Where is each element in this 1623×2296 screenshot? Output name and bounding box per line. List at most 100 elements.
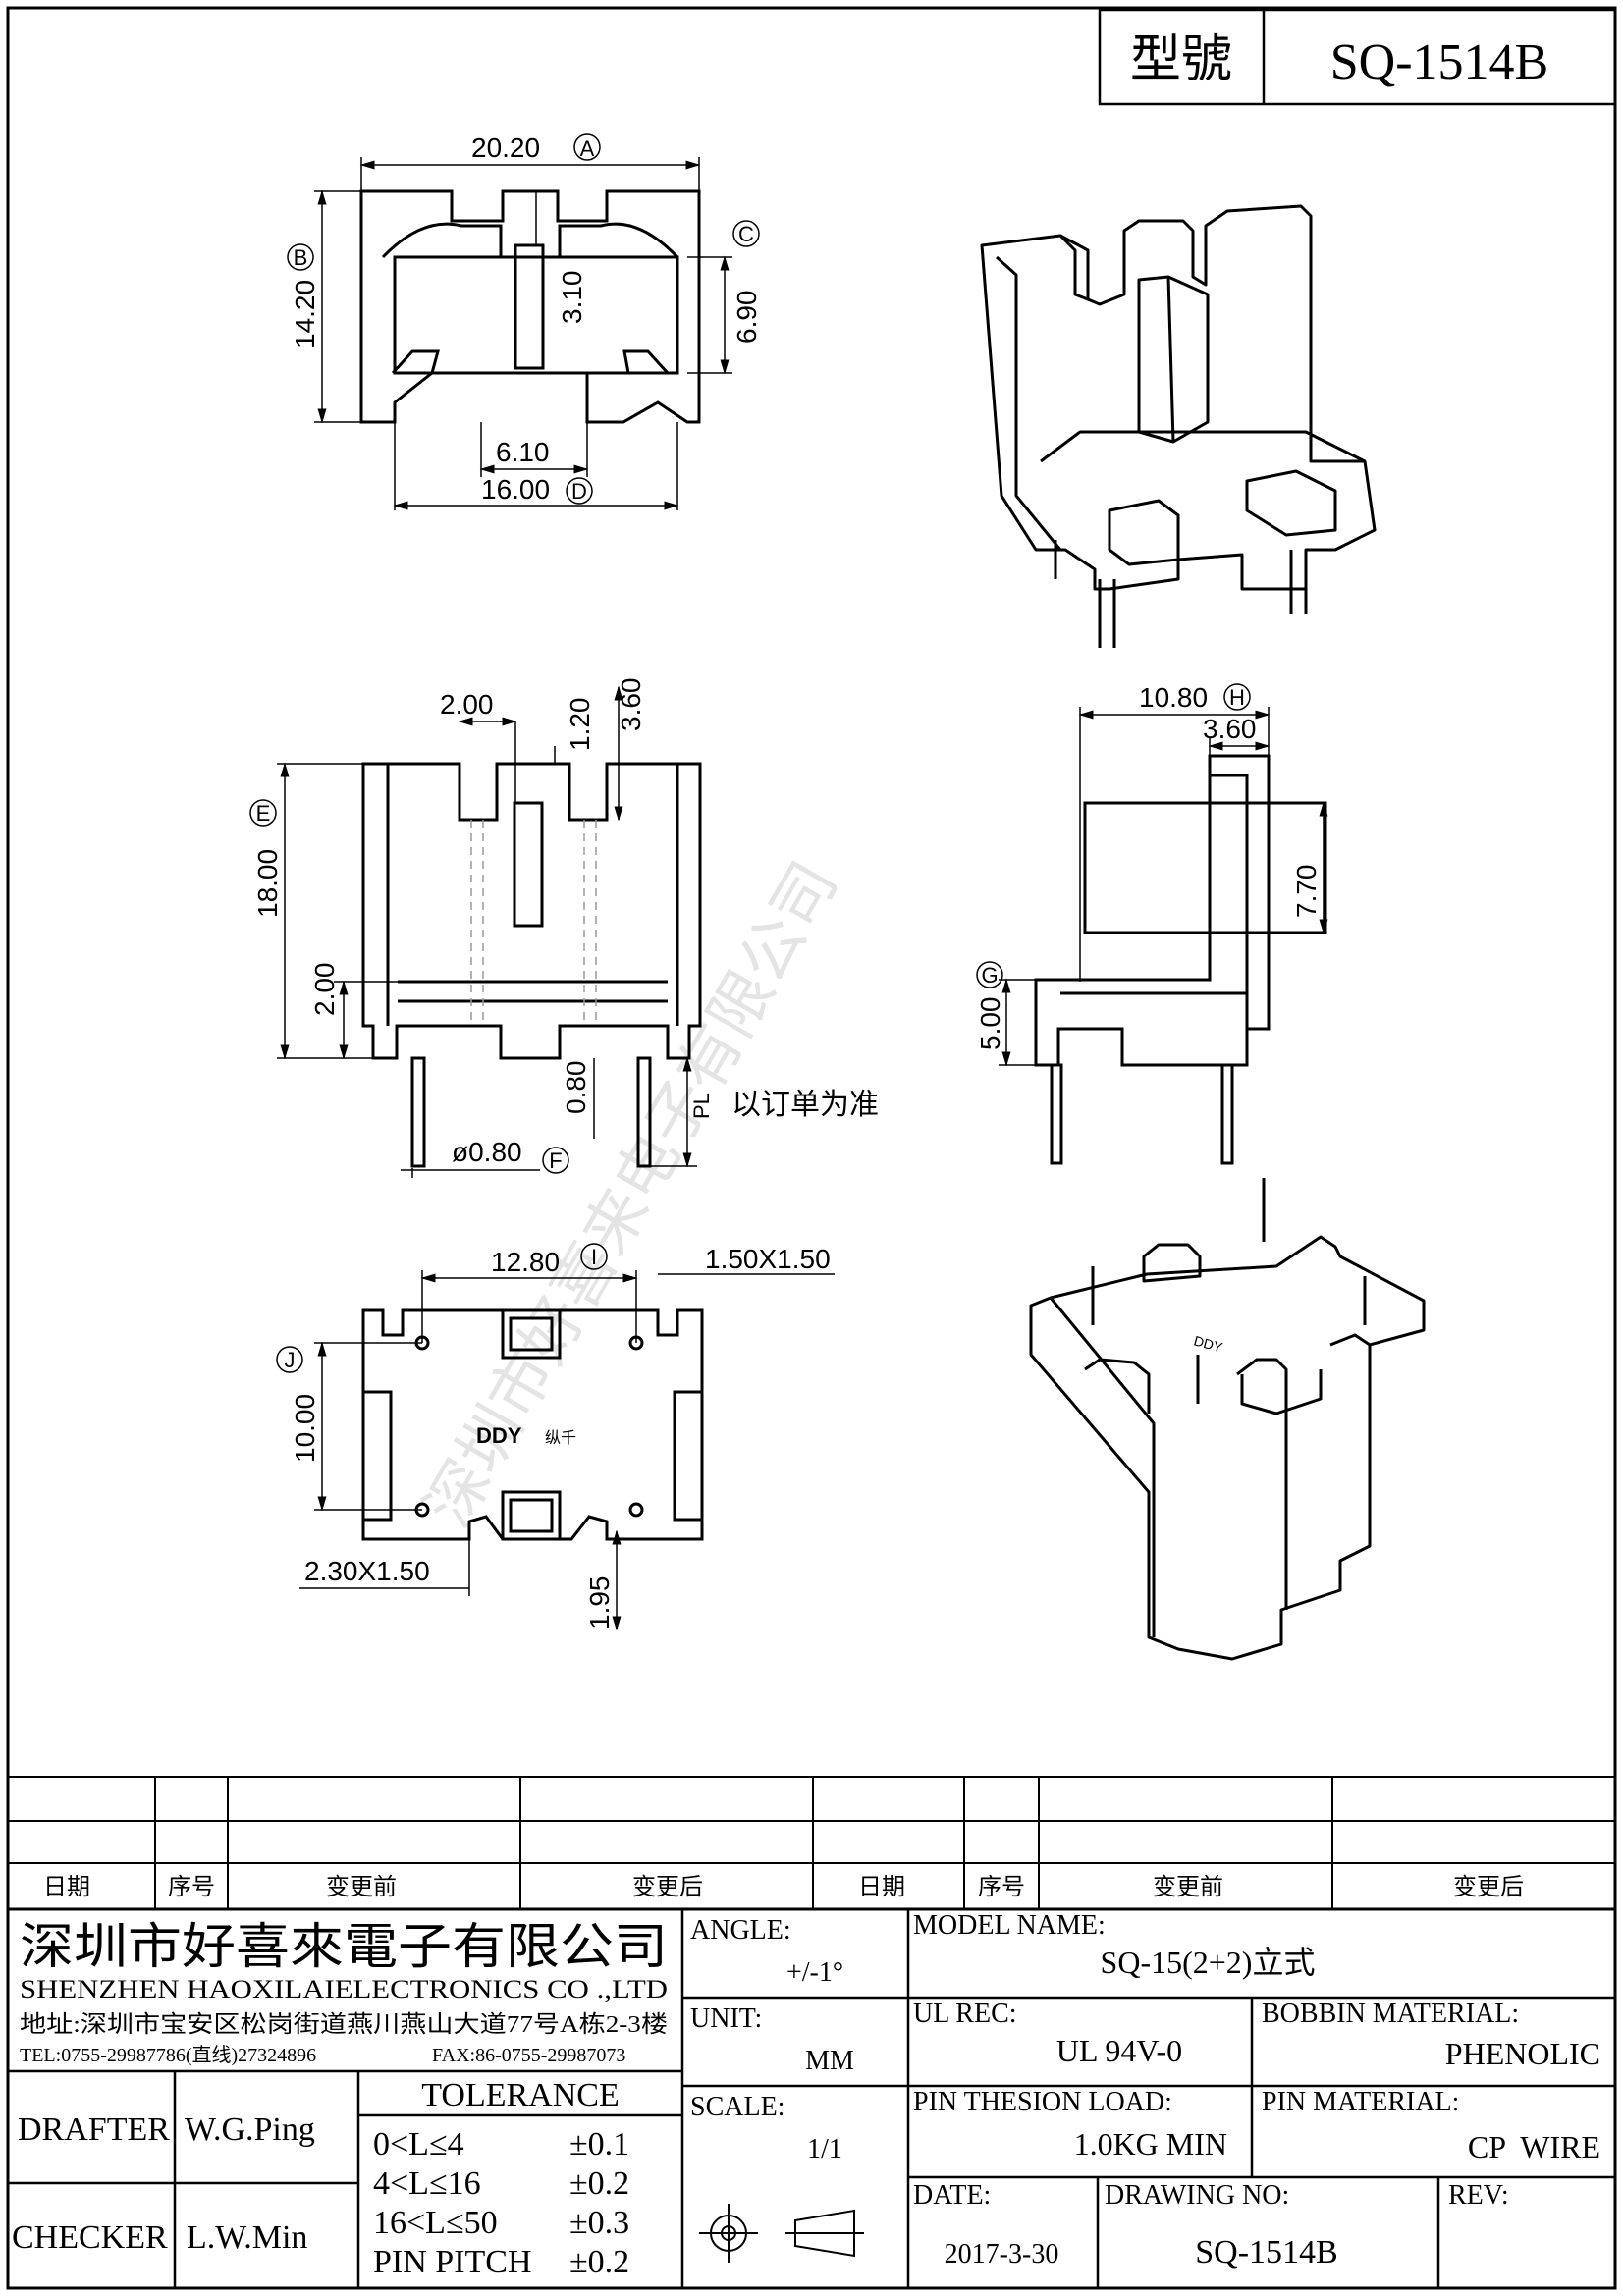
rev-header-seq: 序号 [168, 1874, 215, 1900]
date-label: DATE: [913, 2180, 991, 2211]
dim-wall: 3.60 [1203, 714, 1257, 744]
front-view [361, 762, 702, 1168]
tol-range-3: 16<L≤50 [373, 2205, 498, 2241]
dim-standoff: 0.80 [561, 1061, 591, 1115]
ref-d: D [571, 479, 587, 504]
revision-table [8, 1776, 1615, 1911]
pin-load-value: 1.0KG MIN [1074, 2126, 1227, 2162]
rev-header-before-2: 变更前 [1153, 1874, 1223, 1900]
scale-label: SCALE: [690, 2092, 784, 2122]
date-value: 2017-3-30 [945, 2239, 1059, 2269]
tol-range-1: 0<L≤4 [373, 2126, 464, 2163]
angle-value: +/-1° [786, 1957, 843, 1988]
pin-mat-value: CP WIRE [1468, 2129, 1600, 2164]
company-block: 深圳市好喜來電子有限公司 SHENZHEN HAOXILAIELECTRONIC… [20, 1919, 668, 2066]
dim-window: 7.70 [1291, 865, 1322, 919]
dim-foot: 2.00 [309, 963, 340, 1017]
dim-b: 14.20 [290, 280, 320, 348]
drafter-name: W.G.Ping [185, 2111, 315, 2148]
pl-note: 以订单为准 [731, 1089, 879, 1121]
ref-e: E [256, 801, 271, 826]
pin-load-label: PIN THESION LOAD: [913, 2087, 1172, 2117]
ref-h: H [1229, 685, 1245, 710]
dim-edge: 1.95 [584, 1576, 615, 1630]
top-view-labels: 20.20 A 14.20 B 3.10 6.90 C 6.10 16.00 D [287, 133, 762, 505]
bottom-view [361, 1308, 704, 1541]
ref-f: F [549, 1148, 562, 1173]
dim-a: 20.20 [471, 133, 540, 163]
drafter-label: DRAFTER [18, 2111, 170, 2148]
dim-pin: ø0.80 [452, 1137, 522, 1167]
dim-j: 10.00 [290, 1394, 320, 1463]
company-name: 深圳市好喜來電子有限公司 [20, 1919, 668, 1974]
tolerance-title: TOLERANCE [421, 2077, 619, 2113]
rev-header-date-2: 日期 [858, 1874, 905, 1900]
drawing-value: SQ-1514B [1195, 2234, 1337, 2270]
unit-value: MM [805, 2046, 854, 2076]
dim-g: 5.00 [975, 997, 1005, 1051]
ref-i: I [591, 1245, 597, 1269]
signoff-block: DRAFTER W.G.Ping CHECKER L.W.Min [12, 2111, 315, 2256]
dim-notch-bottom: 2.30X1.50 [304, 1556, 430, 1586]
dim-pl: PL [689, 1093, 714, 1119]
iso-view-top [980, 204, 1377, 648]
checker-label: CHECKER [12, 2219, 168, 2256]
side-view-dims [999, 707, 1328, 1067]
tol-value-3: ±0.3 [569, 2205, 629, 2241]
ref-j: J [285, 1348, 296, 1372]
specs-block: ANGLE: +/-1° UNIT: MM SCALE: 1/1 MODEL N… [690, 1910, 1600, 2270]
pin-mat-label: PIN MATERIAL: [1262, 2087, 1459, 2117]
iso-mark: DDY [1192, 1332, 1224, 1355]
bottom-view-labels: 12.80 I 1.50X1.50 10.00 J 2.30X1.50 1.95… [276, 1243, 831, 1630]
ref-b: B [294, 245, 308, 270]
rev-header-date: 日期 [43, 1874, 90, 1900]
front-view-dims [277, 685, 697, 1178]
dim-slot: 3.10 [557, 271, 587, 325]
dim-c: 6.90 [731, 291, 762, 345]
tol-range-2: 4<L≤16 [373, 2165, 481, 2202]
dim-d: 16.00 [481, 474, 550, 505]
mark-ddy: DDY [476, 1423, 522, 1448]
projection-symbol-icon [699, 2204, 864, 2263]
title-block-grid [8, 1909, 1615, 2288]
top-view-dims [314, 157, 732, 510]
dim-e: 18.00 [252, 849, 283, 918]
dim-notch-top: 1.50X1.50 [705, 1244, 831, 1274]
tol-value-4: ±0.2 [569, 2244, 629, 2280]
company-tel: TEL:0755-29987786(直线)27324896 [20, 2044, 316, 2066]
model-label: MODEL NAME: [913, 1910, 1106, 1941]
dim-slot-w: 2.00 [440, 689, 494, 720]
ref-c: C [738, 222, 754, 246]
ref-g: G [981, 963, 998, 988]
ref-a: A [580, 136, 595, 161]
drawing-label: DRAWING NO: [1105, 2180, 1289, 2211]
top-view [359, 189, 701, 424]
rev-header-before: 变更前 [326, 1874, 397, 1900]
ul-label: UL REC: [913, 1999, 1017, 2029]
dim-h: 10.80 [1139, 682, 1208, 713]
dim-i: 12.80 [491, 1247, 560, 1277]
front-view-labels: 2.00 1.20 3.60 18.00 E 2.00 0.80 ø0.80 F… [249, 678, 879, 1174]
iso-view-bottom [1029, 1178, 1426, 1661]
bobbin-label: BOBBIN MATERIAL: [1262, 1999, 1519, 2029]
tolerance-block: TOLERANCE 0<L≤4 ±0.1 4<L≤16 ±0.2 16<L≤50… [373, 2077, 629, 2280]
checker-name: L.W.Min [187, 2219, 307, 2256]
title-box: 型號 SQ-1514B [1098, 8, 1617, 106]
bobbin-value: PHENOLIC [1445, 2036, 1600, 2071]
side-view-labels: 10.80 H 3.60 7.70 5.00 G [975, 682, 1322, 1050]
company-address: 地址:深圳市宝安区松岗街道燕川燕山大道77号A栋2-3楼 [20, 2011, 668, 2038]
dim-slot-h: 3.60 [616, 678, 646, 732]
scale-value: 1/1 [807, 2134, 842, 2164]
sheet-border [6, 6, 1617, 2290]
rev-label: REV: [1448, 2180, 1509, 2211]
front-view-hidden [470, 820, 597, 1026]
model-value: SQ-15(2+2)立式 [1101, 1945, 1316, 1980]
title-model: SQ-1514B [1330, 34, 1548, 90]
rev-header-seq-2: 序号 [978, 1874, 1025, 1900]
dim-inner: 6.10 [496, 437, 550, 467]
tol-range-4: PIN PITCH [373, 2244, 532, 2280]
company-name-en: SHENZHEN HAOXILAIELECTRONICS CO .,LTD [20, 1975, 668, 2003]
angle-label: ANGLE: [690, 1915, 791, 1946]
unit-label: UNIT: [690, 2003, 762, 2034]
mark-2: 纵千 [545, 1429, 576, 1447]
